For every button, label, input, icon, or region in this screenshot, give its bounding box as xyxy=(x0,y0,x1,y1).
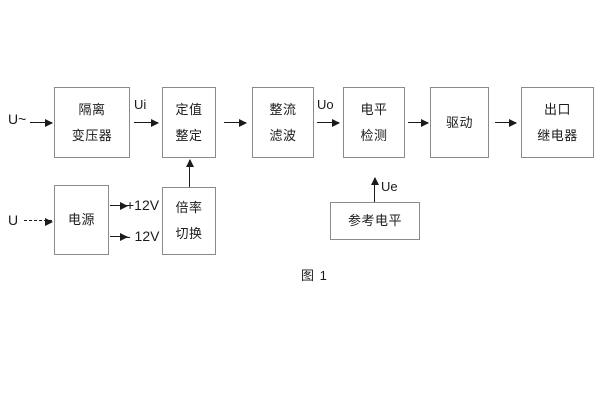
block-level-detection-line-2: 检测 xyxy=(360,127,388,143)
arrow-power-supply-negative-rail xyxy=(110,232,128,241)
block-level-detection: 电平 检测 xyxy=(343,87,405,158)
block-range-switching-line-1: 倍率 xyxy=(175,200,203,216)
uo-signal-label: Uo xyxy=(317,97,334,112)
arrow-reference-level-to-level-detection xyxy=(370,177,379,202)
block-range-switching-line-2: 切换 xyxy=(175,226,203,241)
block-drive: 驱动 xyxy=(430,87,489,158)
block-isolation-transformer-line-1: 隔离 xyxy=(78,101,106,117)
arrow-dc-input-to-power-supply xyxy=(24,217,53,226)
block-rectifier-filter: 整流 滤波 xyxy=(252,87,314,158)
ac-input-label: U~ xyxy=(8,111,27,127)
supply-positive-label: +12V xyxy=(126,197,160,213)
block-range-switching: 倍率 切换 xyxy=(162,187,216,255)
arrow-setpoint-adjust-to-rectifier-filter xyxy=(224,118,247,127)
block-output-relay: 出口 继电器 xyxy=(521,87,594,158)
arrow-range-switching-to-setpoint-adjust xyxy=(185,159,194,187)
dc-input-label: U xyxy=(8,212,19,228)
block-rectifier-filter-line-2: 滤波 xyxy=(269,127,297,143)
block-setpoint-adjust-line-1: 定值 xyxy=(175,101,203,117)
figure-caption: 图 1 xyxy=(301,268,328,283)
arrow-isolation-transformer-to-setpoint-adjust xyxy=(134,118,159,127)
block-isolation-transformer: 隔离 变压器 xyxy=(54,87,130,158)
arrow-drive-to-output-relay xyxy=(495,118,517,127)
block-output-relay-line-2: 继电器 xyxy=(537,127,578,143)
block-output-relay-line-1: 出口 xyxy=(543,101,571,117)
block-drive-line-1: 驱动 xyxy=(445,114,473,130)
arrow-power-supply-positive-rail xyxy=(110,201,128,210)
block-power-supply-line-1: 电源 xyxy=(67,212,95,228)
block-reference-level: 参考电平 xyxy=(330,202,420,240)
block-setpoint-adjust-line-2: 整定 xyxy=(175,127,203,143)
ue-signal-label: Ue xyxy=(381,179,398,194)
arrow-level-detection-to-drive xyxy=(408,118,429,127)
supply-negative-label: - 12V xyxy=(126,228,160,244)
ui-signal-label: Ui xyxy=(134,97,147,112)
block-isolation-transformer-line-2: 变压器 xyxy=(71,127,113,143)
block-power-supply: 电源 xyxy=(54,185,109,255)
block-setpoint-adjust: 定值 整定 xyxy=(162,87,216,158)
block-level-detection-line-1: 电平 xyxy=(360,101,388,117)
arrow-rectifier-filter-to-level-detection xyxy=(317,118,340,127)
block-rectifier-filter-line-1: 整流 xyxy=(269,101,297,117)
arrow-ac-input-to-isolation-transformer xyxy=(30,118,53,127)
block-reference-level-line-1: 参考电平 xyxy=(347,213,402,229)
